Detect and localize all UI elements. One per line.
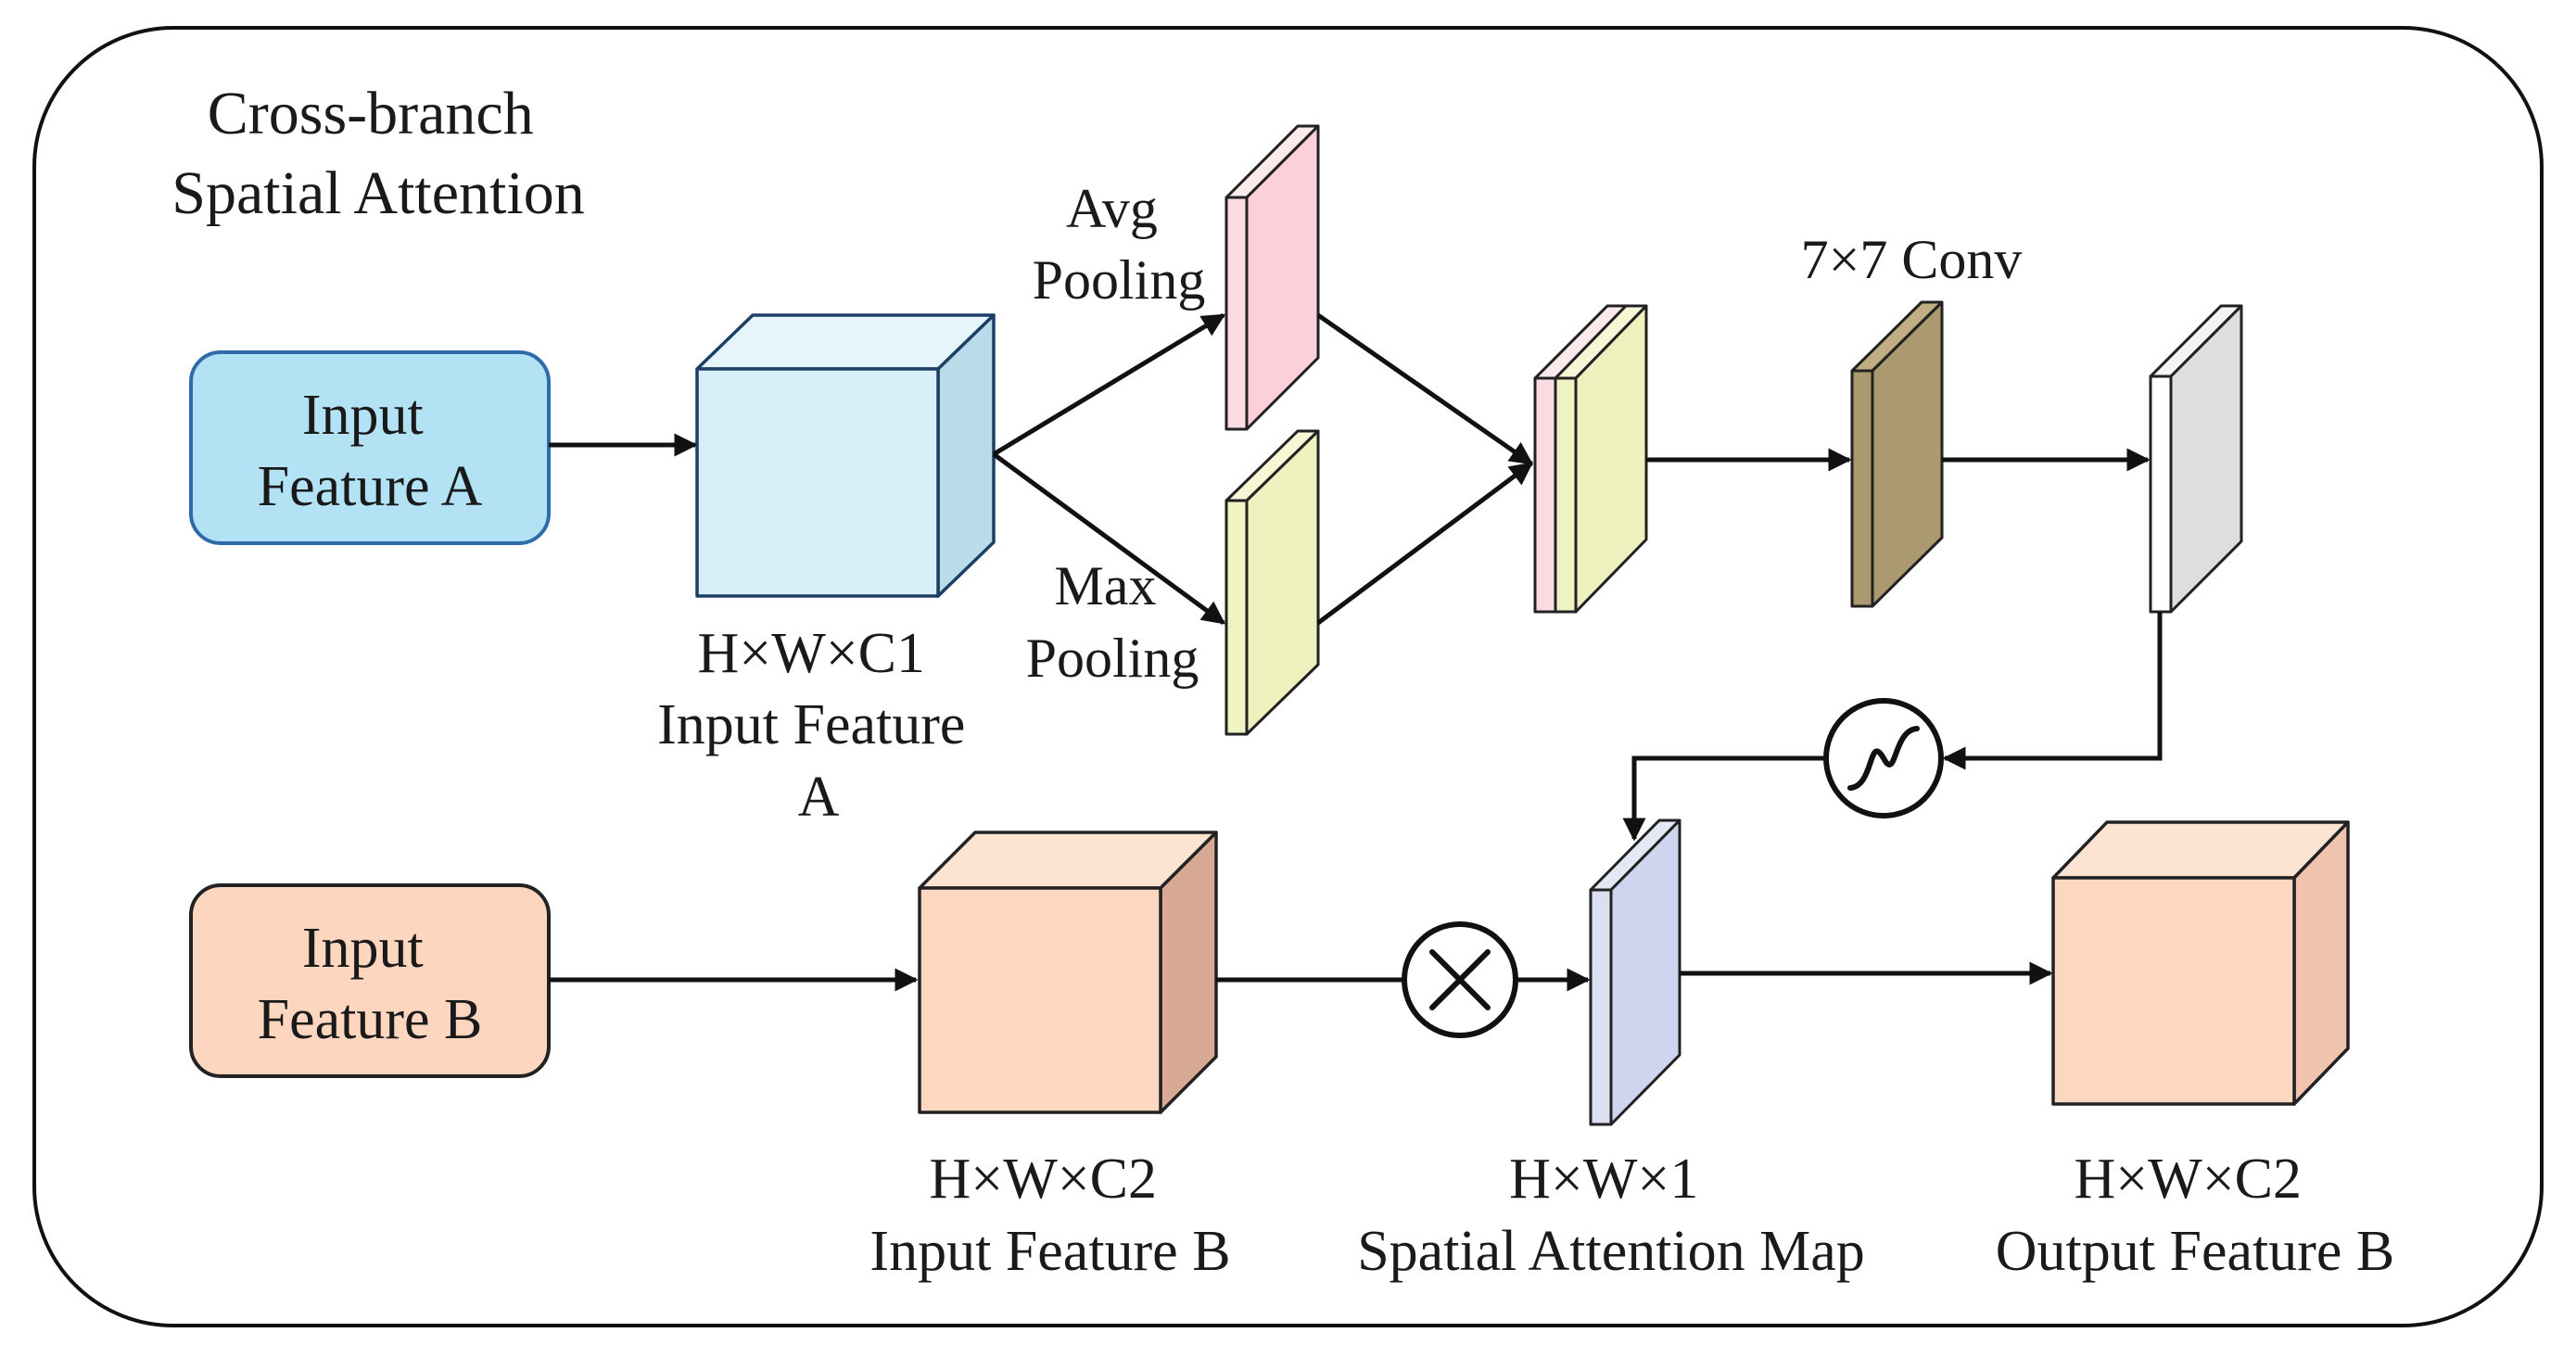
arrow-cube-to-max — [992, 451, 1226, 626]
input-feature-b-box: Input Feature B — [189, 883, 551, 1078]
arrow-max-to-concat — [1316, 461, 1534, 626]
diagram-title: Cross-branch Spatial Attention — [171, 80, 584, 227]
output-feature-b-cube — [2051, 820, 2350, 1106]
conv-block — [1850, 300, 1944, 608]
avg-pooling-map — [1225, 124, 1320, 431]
arrow-conv-output-to-sigmoid — [1942, 612, 2163, 770]
feature-b-cube — [918, 831, 1218, 1114]
feature-a-cube — [695, 313, 996, 598]
input-feature-a-label: Input Feature A — [258, 384, 483, 518]
feature-b-caption: H×W×C2 Input Feature B — [869, 1148, 1230, 1283]
max-pooling-label: Max Pooling — [1026, 555, 1199, 689]
max-pooling-map — [1225, 429, 1320, 736]
arrow-avg-to-concat — [1316, 312, 1534, 466]
concat-map — [1533, 304, 1648, 614]
input-feature-b-label: Input Feature B — [258, 917, 483, 1051]
sigmoid-icon — [1823, 698, 1944, 819]
conv-label: 7×7 Conv — [1801, 229, 2023, 290]
attention-map-caption: H×W×1 Spatial Attention Map — [1357, 1148, 1865, 1283]
multiply-icon — [1402, 921, 1518, 1038]
avg-pooling-label: Avg Pooling — [1033, 178, 1206, 311]
spatial-attention-map — [1589, 819, 1681, 1126]
conv-output-map — [2149, 304, 2243, 614]
output-caption: H×W×C2 Output Feature B — [1996, 1148, 2395, 1283]
arrow-cube-to-avg — [992, 312, 1226, 457]
arrow-sigmoid-to-attention — [1622, 755, 1826, 842]
flow-arrows — [549, 312, 2163, 992]
feature-a-caption: H×W×C1 Input Feature A — [657, 622, 980, 829]
input-feature-a-box: Input Feature A — [189, 350, 551, 545]
